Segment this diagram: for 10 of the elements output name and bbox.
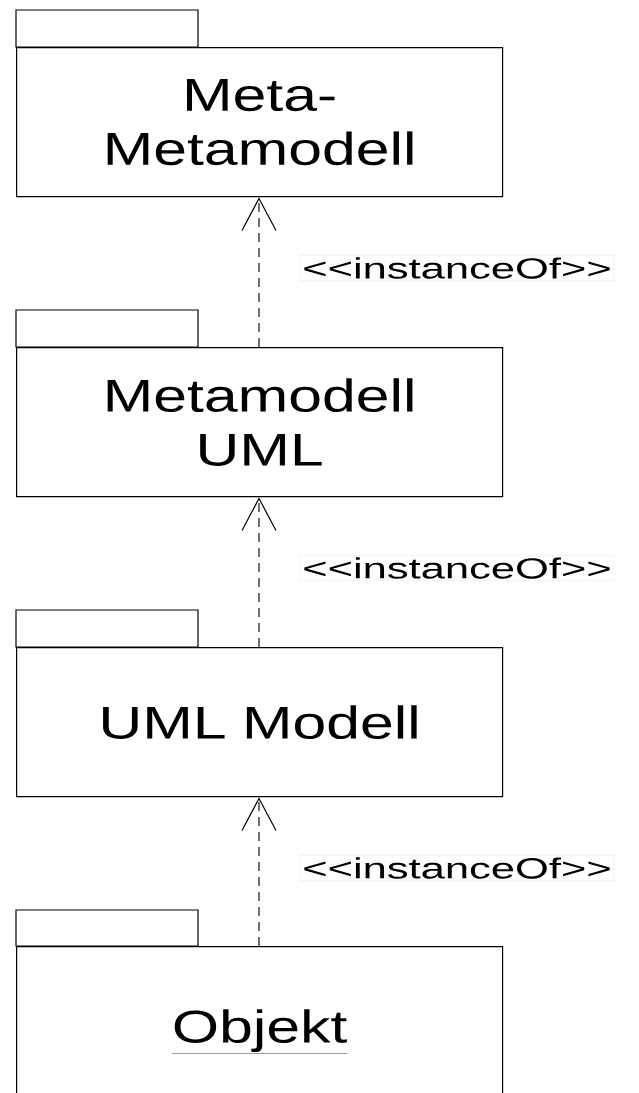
package-box: UML Modell <box>15 609 504 798</box>
package-box: Objekt <box>15 909 504 1093</box>
edge-label: <<instanceOf>> <box>300 855 614 881</box>
edge-label: <<instanceOf>> <box>300 555 614 581</box>
package-box: Meta- Metamodell <box>15 9 504 198</box>
dashed-arrow <box>241 797 277 947</box>
package-box: Metamodell UML <box>15 309 504 498</box>
dashed-arrow <box>241 197 277 348</box>
edge-label: <<instanceOf>> <box>300 255 614 281</box>
dashed-arrow <box>241 497 277 648</box>
